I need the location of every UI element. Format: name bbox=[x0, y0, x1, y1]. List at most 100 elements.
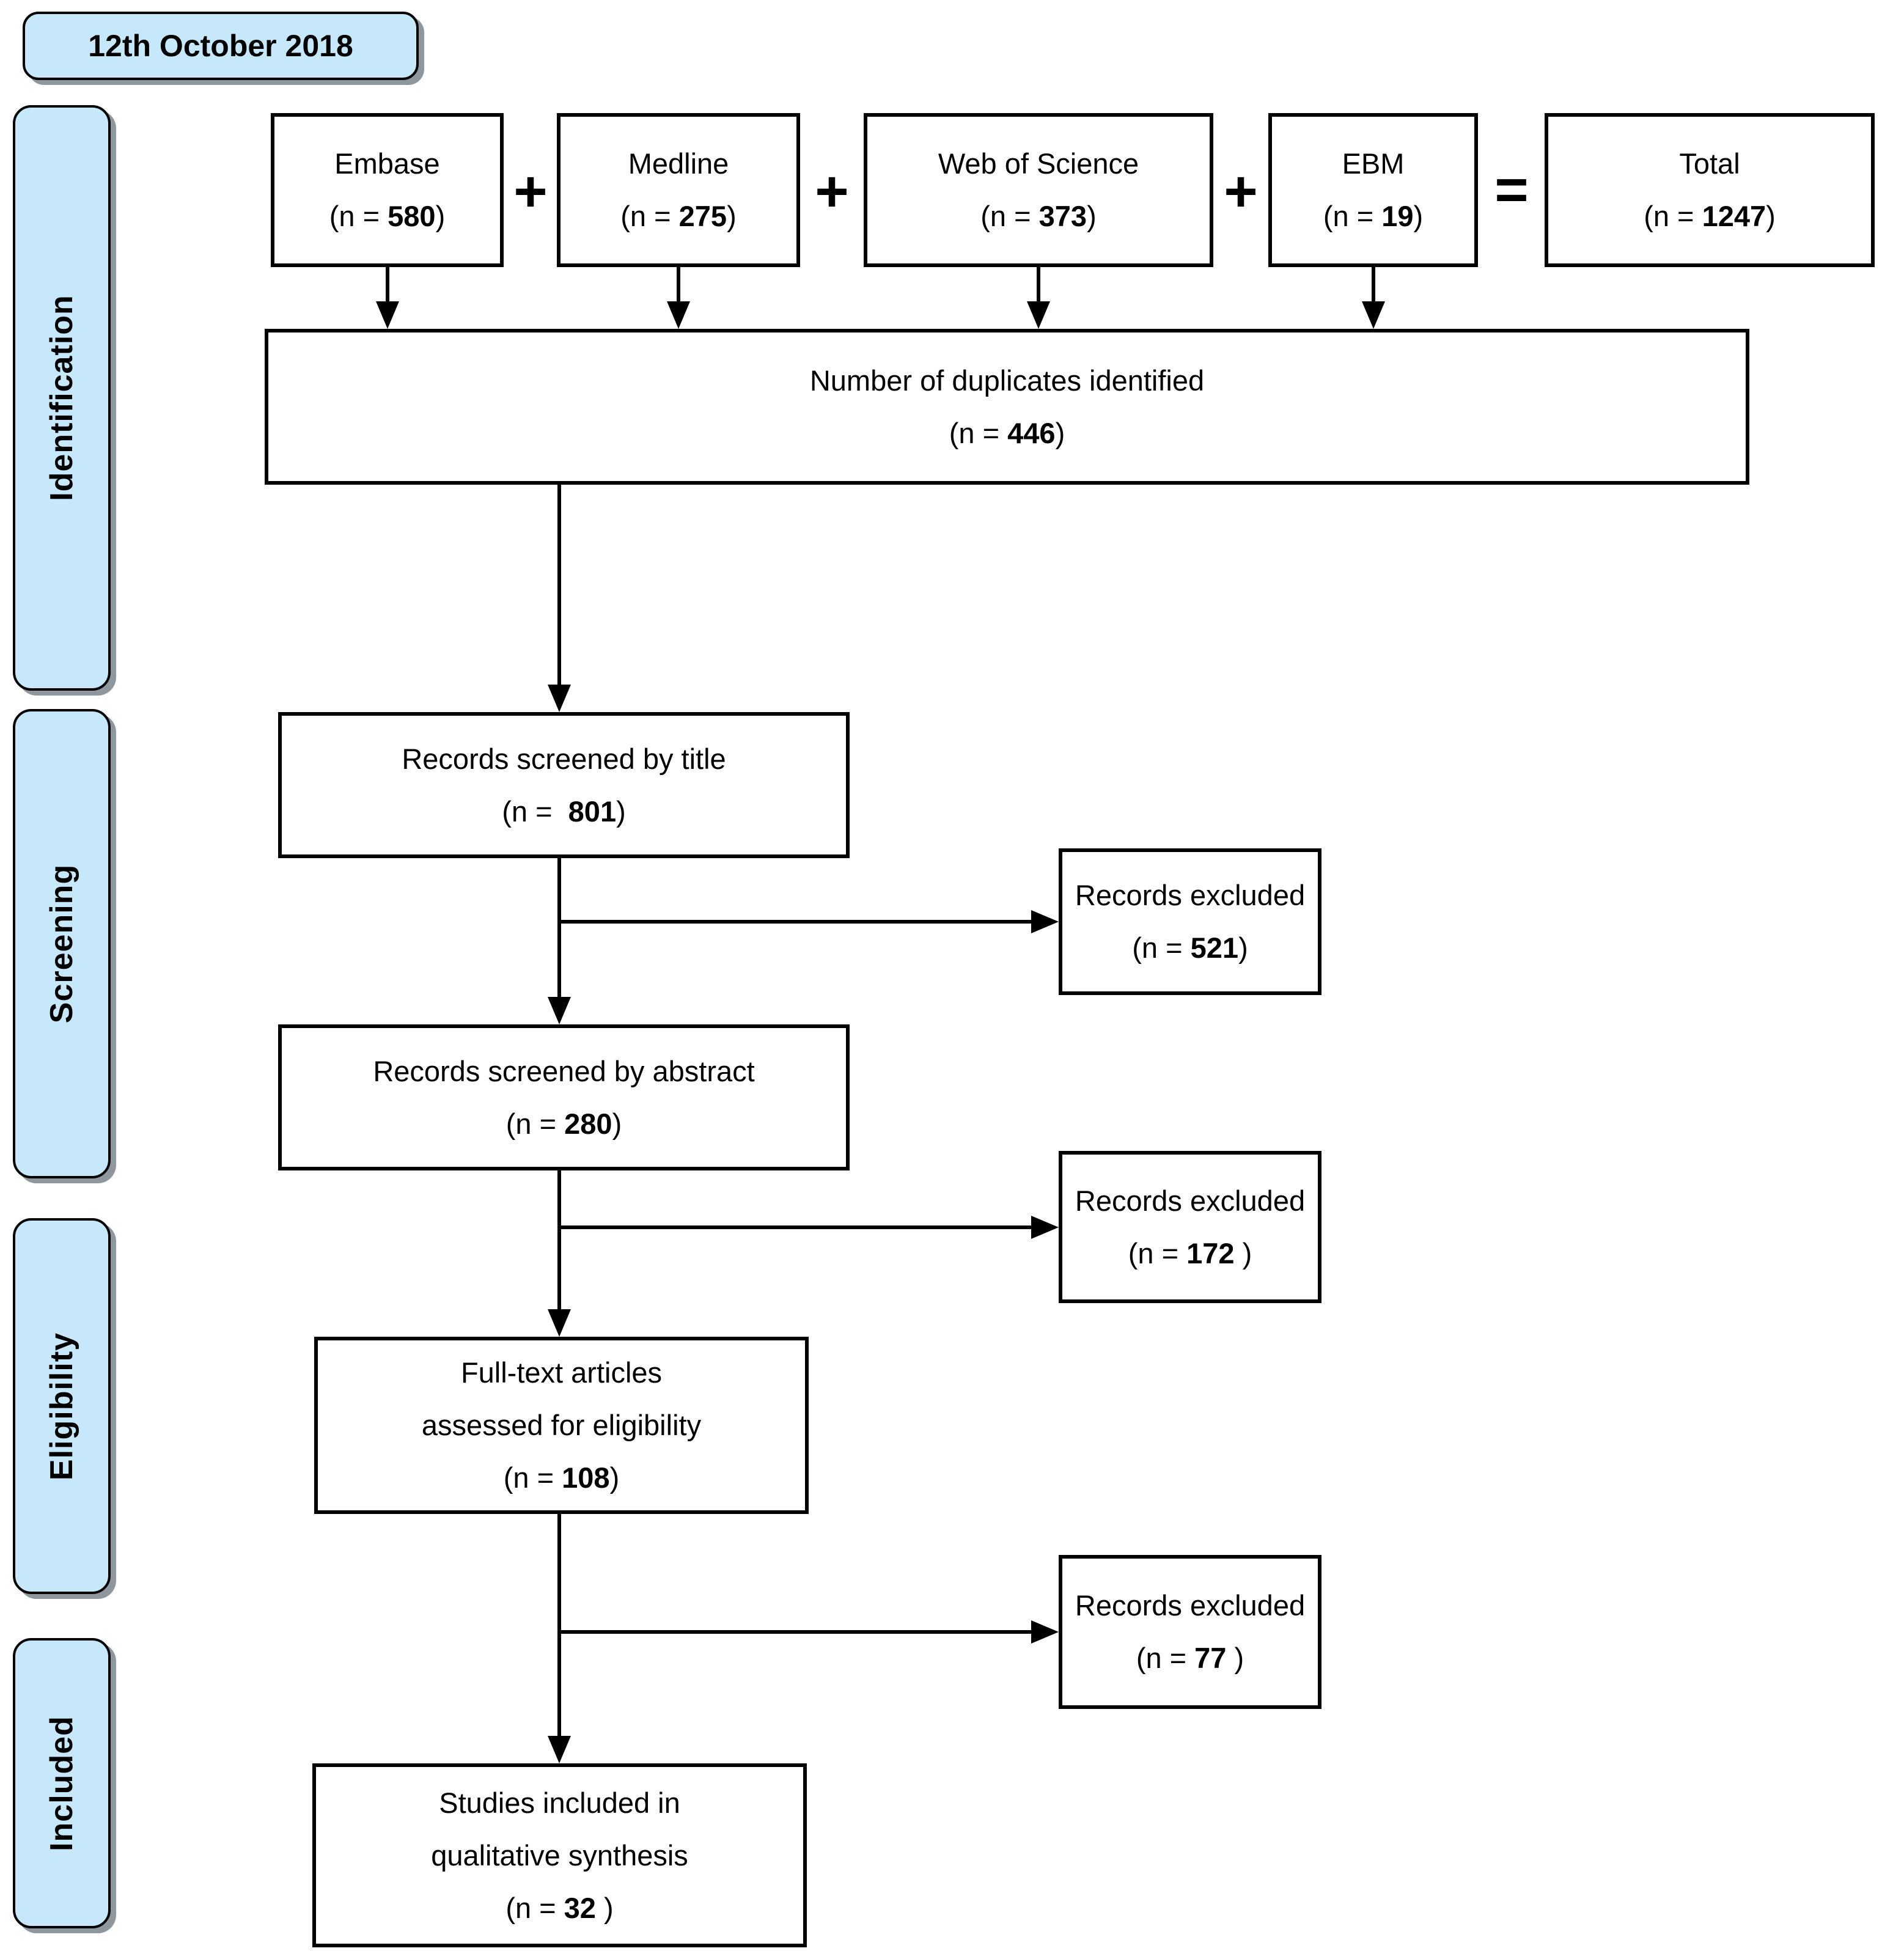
branch-excluded-abstract-head bbox=[1031, 1216, 1059, 1239]
included-count: (n = 32 ) bbox=[505, 1882, 613, 1934]
equals-operator: = bbox=[1494, 157, 1529, 222]
screened-title-label: Records screened by title bbox=[402, 742, 726, 775]
count-open: (n = bbox=[620, 200, 679, 232]
source-medline-name: Medline bbox=[628, 147, 729, 180]
excluded-abstract-count: (n = 172 ) bbox=[1128, 1227, 1252, 1280]
branch-excluded-fulltext-line bbox=[557, 1630, 1033, 1634]
screened-abstract-label: Records screened by abstract bbox=[373, 1054, 755, 1087]
count-close: ) bbox=[1055, 416, 1065, 449]
count-value: 172 bbox=[1186, 1236, 1235, 1269]
count-open: (n = bbox=[1323, 200, 1382, 232]
count-open: (n = bbox=[502, 795, 568, 828]
count-value: 19 bbox=[1381, 200, 1414, 232]
count-value: 108 bbox=[562, 1461, 610, 1494]
duplicates-box: Number of duplicates identified (n = 446… bbox=[265, 329, 1749, 485]
included-label-line2: qualitative synthesis bbox=[431, 1839, 688, 1872]
screened-title-count: (n = 801) bbox=[502, 785, 626, 838]
count-close: ) bbox=[1413, 200, 1424, 232]
excluded-abstract-label: Records excluded bbox=[1075, 1184, 1306, 1217]
arrow-abstract-to-fulltext-head bbox=[548, 1309, 571, 1337]
excluded-title-box: Records excluded (n = 521) bbox=[1059, 848, 1321, 995]
screened-by-title-box: Records screened by title (n = 801) bbox=[278, 712, 850, 858]
count-open: (n = bbox=[1128, 1236, 1187, 1269]
count-close: ) bbox=[616, 795, 626, 828]
arrow-embase-head bbox=[376, 301, 399, 329]
count-close: ) bbox=[612, 1107, 622, 1140]
duplicates-count: (n = 446) bbox=[949, 407, 1065, 460]
arrow-medline-head bbox=[667, 301, 690, 329]
count-value: 801 bbox=[568, 795, 617, 828]
fulltext-label-line1: Full-text articles bbox=[460, 1356, 663, 1389]
source-box-embase: Embase (n = 580) bbox=[271, 113, 504, 267]
count-open: (n = bbox=[1132, 931, 1191, 964]
arrow-embase-line bbox=[386, 267, 389, 304]
arrow-fulltext-to-included-line bbox=[557, 1514, 561, 1737]
source-wos-name: Web of Science bbox=[938, 147, 1139, 180]
stage-identification: Identification bbox=[13, 105, 111, 691]
source-embase-count: (n = 580) bbox=[329, 190, 445, 243]
source-box-medline: Medline (n = 275) bbox=[557, 113, 800, 267]
source-box-ebm: EBM (n = 19) bbox=[1268, 113, 1478, 267]
source-ebm-count: (n = 19) bbox=[1323, 190, 1423, 243]
stage-eligibility: Eligibility bbox=[13, 1218, 111, 1594]
count-value: 373 bbox=[1038, 200, 1087, 232]
source-medline-count: (n = 275) bbox=[620, 190, 736, 243]
excluded-title-label: Records excluded bbox=[1075, 879, 1306, 911]
arrow-duplicates-to-title-line bbox=[557, 485, 561, 686]
branch-excluded-title-head bbox=[1031, 910, 1059, 933]
count-open: (n = bbox=[1136, 1642, 1195, 1674]
excluded-fulltext-count: (n = 77 ) bbox=[1136, 1632, 1244, 1685]
count-close: ) bbox=[1234, 1236, 1252, 1269]
count-close: ) bbox=[1766, 200, 1776, 232]
count-open: (n = bbox=[980, 200, 1039, 232]
count-value: 77 bbox=[1194, 1642, 1227, 1674]
arrow-title-to-abstract-head bbox=[548, 997, 571, 1024]
plus-operator-2: + bbox=[815, 159, 849, 224]
stage-screening-label: Screening bbox=[44, 864, 80, 1024]
count-value: 280 bbox=[564, 1107, 612, 1140]
excluded-abstract-box: Records excluded (n = 172 ) bbox=[1059, 1151, 1321, 1303]
stage-included-label: Included bbox=[44, 1715, 80, 1851]
excluded-fulltext-label: Records excluded bbox=[1075, 1589, 1306, 1622]
source-embase-name: Embase bbox=[334, 147, 440, 180]
date-text: 12th October 2018 bbox=[88, 29, 353, 63]
count-value: 580 bbox=[388, 200, 436, 232]
count-close: ) bbox=[609, 1461, 620, 1494]
count-open: (n = bbox=[505, 1891, 564, 1924]
excluded-fulltext-box: Records excluded (n = 77 ) bbox=[1059, 1555, 1321, 1709]
fulltext-box: Full-text articles assessed for eligibil… bbox=[314, 1337, 809, 1514]
arrow-duplicates-to-title-head bbox=[548, 685, 571, 712]
stage-screening: Screening bbox=[13, 709, 111, 1178]
arrow-wos-line bbox=[1037, 267, 1040, 304]
count-value: 446 bbox=[1007, 416, 1056, 449]
source-ebm-name: EBM bbox=[1342, 147, 1405, 180]
count-open: (n = bbox=[503, 1461, 562, 1494]
screened-abstract-count: (n = 280) bbox=[506, 1098, 622, 1150]
fulltext-count: (n = 108) bbox=[504, 1452, 619, 1504]
count-close: ) bbox=[1226, 1642, 1244, 1674]
count-close: ) bbox=[1087, 200, 1097, 232]
plus-operator-1: + bbox=[513, 159, 548, 224]
count-value: 32 bbox=[564, 1891, 596, 1924]
date-badge: 12th October 2018 bbox=[23, 12, 419, 80]
count-open: (n = bbox=[1644, 200, 1702, 232]
arrow-wos-head bbox=[1027, 301, 1050, 329]
count-value: 275 bbox=[678, 200, 727, 232]
count-close: ) bbox=[1238, 931, 1248, 964]
screened-by-abstract-box: Records screened by abstract (n = 280) bbox=[278, 1024, 850, 1170]
duplicates-label: Number of duplicates identified bbox=[809, 364, 1205, 397]
count-close: ) bbox=[435, 200, 446, 232]
source-box-web-of-science: Web of Science (n = 373) bbox=[864, 113, 1213, 267]
branch-excluded-fulltext-head bbox=[1031, 1620, 1059, 1644]
arrow-title-to-abstract-line bbox=[557, 858, 561, 998]
count-close: ) bbox=[727, 200, 737, 232]
stage-included: Included bbox=[13, 1638, 111, 1928]
arrow-abstract-to-fulltext-line bbox=[557, 1170, 561, 1310]
stage-eligibility-label: Eligibility bbox=[44, 1332, 80, 1480]
excluded-title-count: (n = 521) bbox=[1132, 922, 1248, 974]
source-wos-count: (n = 373) bbox=[980, 190, 1096, 243]
total-box: Total (n = 1247) bbox=[1545, 113, 1875, 267]
arrow-fulltext-to-included-head bbox=[548, 1736, 571, 1763]
included-box: Studies included in qualitative synthesi… bbox=[312, 1763, 807, 1947]
